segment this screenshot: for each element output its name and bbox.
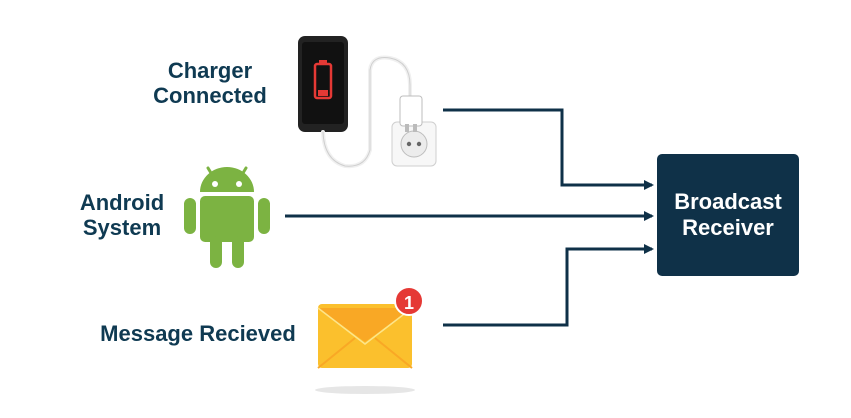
envelope-icon	[315, 304, 415, 394]
charger-arrow	[443, 108, 654, 190]
message-arrow	[443, 244, 654, 327]
broadcast-receiver-box: Broadcast Receiver	[657, 154, 799, 276]
phone-charging-icon	[298, 36, 437, 169]
notification-badge: 1	[394, 286, 424, 316]
android-system-label: Android System	[79, 190, 165, 240]
message-received-label: Message Recieved	[100, 321, 296, 346]
charger-connected-label: Charger Connected	[153, 58, 267, 108]
android-robot-icon	[184, 166, 270, 268]
